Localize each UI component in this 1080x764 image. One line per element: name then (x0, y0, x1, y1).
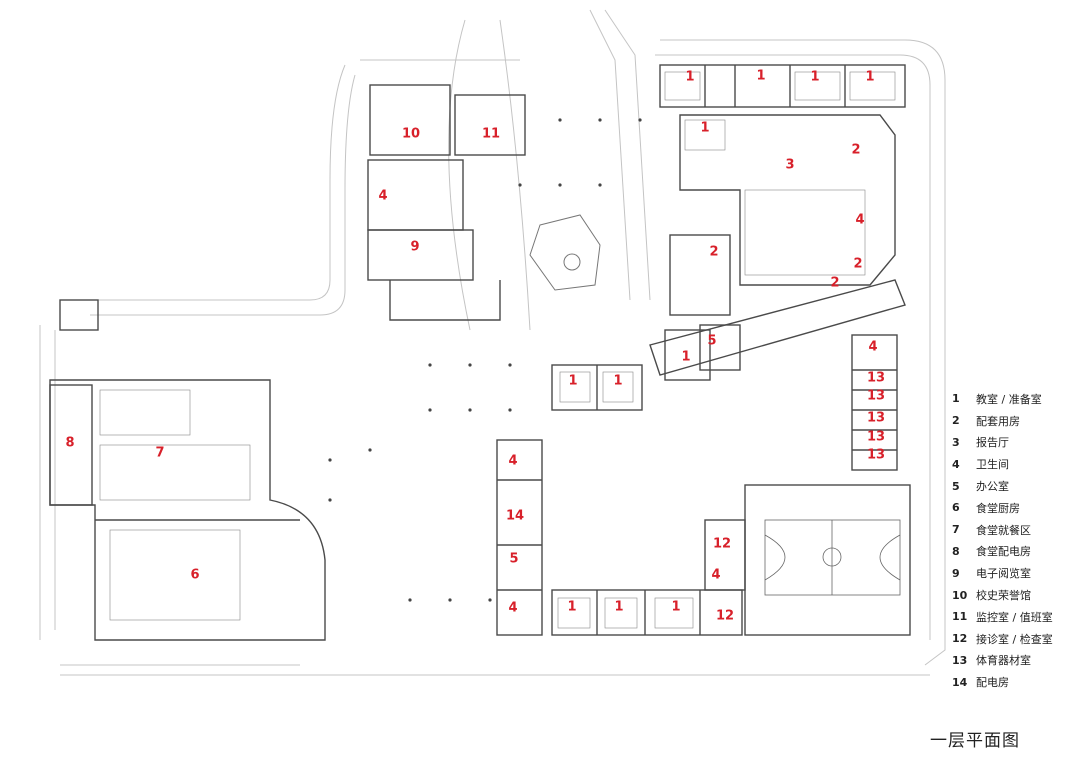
room-label-1: 1 (613, 374, 622, 389)
room-label-2: 2 (853, 257, 862, 272)
room-label-8: 8 (65, 436, 74, 451)
room-label-1: 1 (681, 350, 690, 365)
room-label-9: 9 (410, 240, 419, 255)
legend-label: 体育器材室 (976, 654, 1031, 668)
legend-number: 7 (952, 523, 960, 537)
room-label-4: 4 (378, 189, 387, 204)
legend-item: 7 食堂就餐区 (952, 519, 1078, 541)
room-label-5: 5 (509, 552, 518, 567)
legend-label: 教室 / 准备室 (976, 392, 1042, 406)
legend-label: 校史荣誉馆 (976, 589, 1031, 603)
room-label-14: 14 (506, 509, 524, 524)
room-label-3: 3 (785, 158, 794, 173)
room-label-12: 12 (713, 537, 731, 552)
room-label-1: 1 (671, 600, 680, 615)
room-label-4: 4 (711, 568, 720, 583)
room-label-1: 1 (614, 600, 623, 615)
legend-number: 10 (952, 588, 968, 602)
legend-item: 4 卫生间 (952, 453, 1078, 475)
legend-label: 电子阅览室 (976, 567, 1031, 581)
legend-number: 4 (952, 457, 960, 471)
room-label-13: 13 (867, 389, 885, 404)
room-label-1: 1 (810, 70, 819, 85)
room-label-13: 13 (867, 448, 885, 463)
legend-number: 9 (952, 566, 960, 580)
room-label-1: 1 (567, 600, 576, 615)
room-label-1: 1 (685, 70, 694, 85)
room-label-2: 2 (709, 245, 718, 260)
legend-label: 办公室 (976, 480, 1009, 494)
legend-number: 2 (952, 414, 960, 428)
legend-label: 食堂厨房 (976, 501, 1020, 515)
legend-item: 10 校史荣誉馆 (952, 584, 1078, 606)
legend-item: 6 食堂厨房 (952, 497, 1078, 519)
legend-label: 监控室 / 值班室 (976, 610, 1053, 624)
legend-item: 9 电子阅览室 (952, 562, 1078, 584)
legend-number: 14 (952, 675, 968, 689)
room-label-1: 1 (568, 374, 577, 389)
room-label-4: 4 (508, 601, 517, 616)
room-label-7: 7 (155, 446, 164, 461)
room-number-labels: 10 11 4 9 1 1 1 1 1 2 3 4 2 2 2 1 5 4 13… (65, 69, 885, 624)
legend-number: 3 (952, 435, 960, 449)
legend-number: 6 (952, 501, 960, 515)
legend-label: 配电房 (976, 676, 1009, 690)
room-label-12: 12 (716, 609, 734, 624)
room-label-1: 1 (700, 121, 709, 136)
legend-number: 13 (952, 653, 968, 667)
legend-item: 13 体育器材室 (952, 650, 1078, 672)
structural-columns (328, 118, 642, 602)
legend-label: 卫生间 (976, 458, 1009, 472)
legend-item: 8 食堂配电房 (952, 541, 1078, 563)
room-label-13: 13 (867, 430, 885, 445)
legend-number: 8 (952, 544, 960, 558)
legend-label: 食堂就餐区 (976, 523, 1031, 537)
legend-label: 接诊室 / 检查室 (976, 632, 1053, 646)
plaza-feature (529, 214, 601, 291)
building-walls (49, 64, 911, 641)
room-label-4: 4 (508, 454, 517, 469)
legend-item: 12 接诊室 / 检查室 (952, 628, 1078, 650)
room-label-13: 13 (867, 411, 885, 426)
room-legend: 1 教室 / 准备室 2 配套用房 3 报告厅 4 卫生间 5 办公室 6 食堂厨房 7 食堂… (952, 388, 1078, 693)
legend-label: 报告厅 (976, 436, 1009, 450)
legend-number: 1 (952, 392, 960, 406)
room-label-5: 5 (707, 334, 716, 349)
site-outline (39, 9, 946, 676)
legend-label: 配套用房 (976, 414, 1020, 428)
basketball-court-markings (764, 519, 901, 596)
legend-item: 3 报告厅 (952, 432, 1078, 454)
legend-item: 1 教室 / 准备室 (952, 388, 1078, 410)
legend-item: 2 配套用房 (952, 410, 1078, 432)
room-label-13: 13 (867, 371, 885, 386)
room-label-4: 4 (855, 213, 864, 228)
legend-number: 12 (952, 632, 968, 646)
legend-item: 11 监控室 / 值班室 (952, 606, 1078, 628)
plan-title: 一层平面图 (930, 731, 1020, 751)
room-label-1: 1 (865, 70, 874, 85)
seating-blocks (99, 71, 896, 629)
room-label-6: 6 (190, 568, 199, 583)
room-label-4: 4 (868, 340, 877, 355)
legend-item: 14 配电房 (952, 671, 1078, 693)
room-label-1: 1 (756, 69, 765, 84)
room-label-11: 11 (482, 127, 500, 142)
room-label-2: 2 (851, 143, 860, 158)
legend-number: 5 (952, 479, 960, 493)
legend-item: 5 办公室 (952, 475, 1078, 497)
legend-label: 食堂配电房 (976, 545, 1031, 559)
room-label-2: 2 (830, 276, 839, 291)
room-label-10: 10 (402, 127, 420, 142)
legend-number: 11 (952, 610, 968, 624)
